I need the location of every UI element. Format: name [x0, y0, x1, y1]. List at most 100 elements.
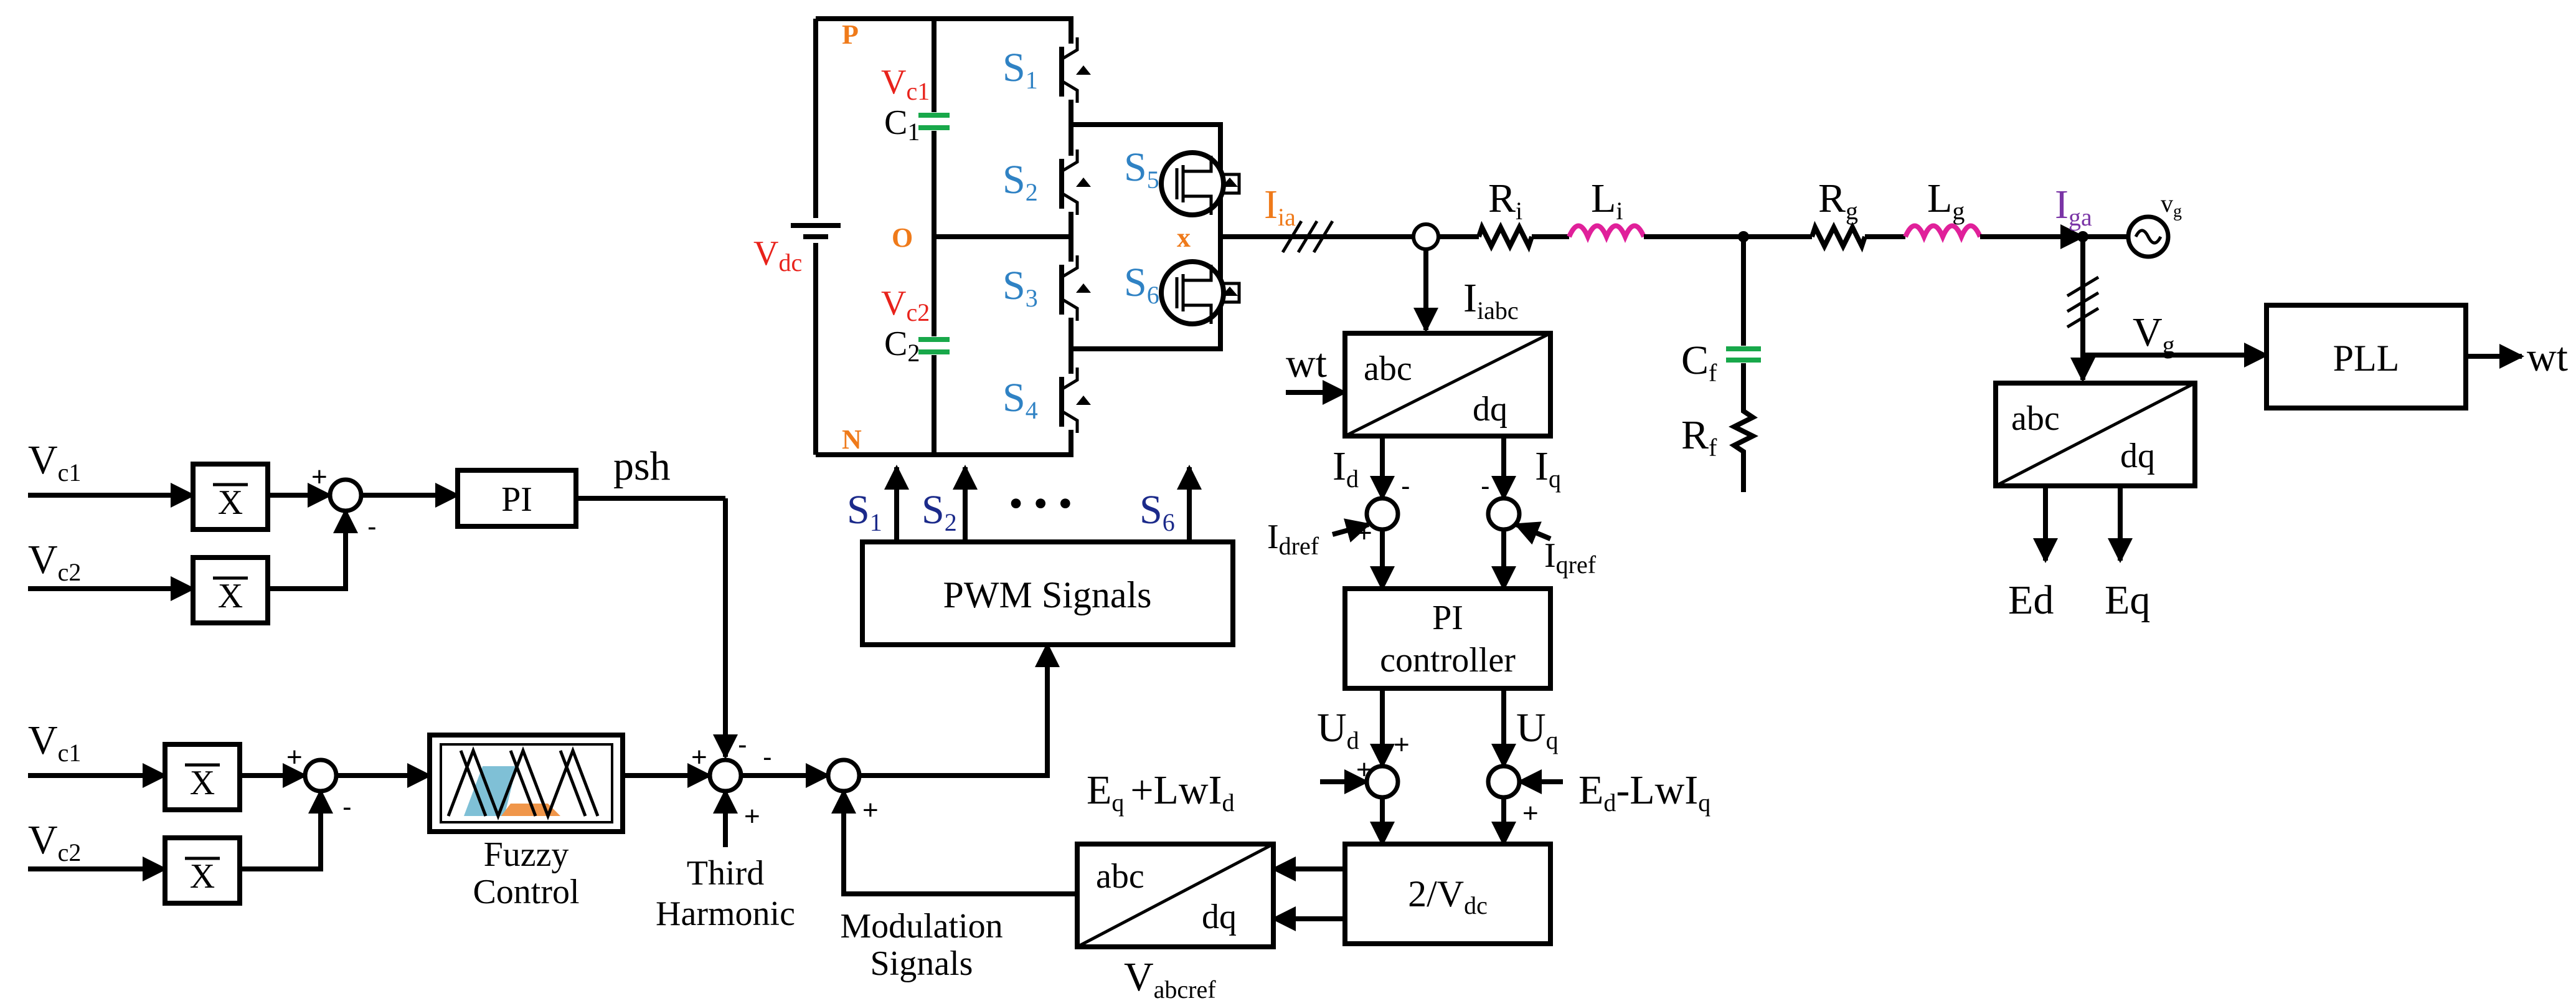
c1-label: C1 — [884, 103, 920, 146]
minus-sign-id: - — [1401, 471, 1410, 501]
vc1-input-label-top: Vc1 — [28, 437, 81, 486]
sum-junction-mod — [826, 757, 862, 794]
vdc-label: Vdc — [753, 234, 802, 277]
pwm-signals-block — [860, 539, 1235, 647]
pll-section: PLL wt abc dq Ed Eq — [1993, 303, 2568, 623]
sum-junction-iq — [1486, 496, 1522, 532]
pwm-s6-label: S6 — [1139, 487, 1175, 536]
pwm-s2-label: S2 — [922, 487, 957, 536]
rf-label: Rf — [1681, 412, 1717, 462]
current-control: abc dq wt Id Iq Idref Iqref - + - + PI c… — [1075, 331, 1710, 1004]
vg-source-label: vg — [2161, 189, 2182, 221]
abc-label-current: abc — [1364, 349, 1412, 388]
ud-label: Ud — [1317, 705, 1359, 754]
voltage-balance-pi: Vc1 Vc2 X X + - PI psh — [28, 437, 738, 759]
vabcref-label: Vabcref — [1124, 954, 1216, 1004]
s2-label: S2 — [1003, 157, 1038, 206]
minus-sign-psh: - — [738, 729, 747, 760]
capacitor-cf — [1726, 346, 1761, 363]
third-harmonic-label-2: Harmonic — [656, 894, 795, 933]
iiabc-label: Iiabc — [1463, 275, 1519, 325]
vg-label: Vg — [2133, 310, 2175, 359]
inductor-lg — [1903, 223, 1983, 244]
avg-label-3: X — [190, 764, 215, 802]
sum-junction-ud — [1364, 764, 1400, 800]
pi-block — [455, 468, 578, 529]
lg-label: Lg — [1927, 176, 1965, 225]
inductor-li — [1567, 223, 1646, 244]
capacitor-c1 — [915, 112, 953, 131]
vdc-gain-label: 2/Vdc — [1408, 873, 1488, 919]
vc2-input-label-bottom: Vc2 — [28, 817, 81, 866]
rg-label: Rg — [1818, 176, 1858, 225]
node-o-label: O — [892, 222, 913, 253]
node-n-label: N — [842, 424, 862, 455]
plus-sign-balance: + — [311, 462, 328, 492]
modulation-label-1: Modulation — [840, 907, 1003, 946]
pi-controller-label-2: controller — [1380, 641, 1516, 680]
avg-label-1: X — [218, 483, 243, 522]
resistor-rg — [1809, 221, 1867, 253]
c2-label: C2 — [884, 325, 920, 367]
node-x-label: x — [1177, 222, 1191, 253]
minus-sign-fuzzy: - — [342, 792, 352, 822]
current-sensor-icon — [1412, 222, 1440, 251]
plus-sign-idref: + — [1356, 518, 1372, 548]
plus-sign-ud: + — [1394, 729, 1410, 760]
idref-label: Idref — [1267, 518, 1319, 560]
psh-label: psh — [613, 444, 671, 489]
minus-sign-out: - — [763, 742, 772, 772]
sum-junction-balance — [328, 477, 364, 513]
capacitor-c2 — [915, 336, 953, 355]
plus-sign-mod: + — [862, 795, 879, 825]
dc-source-battery — [791, 218, 841, 243]
s1-label: S1 — [1003, 45, 1038, 94]
pi-controller-block — [1342, 586, 1553, 691]
switch-s3 — [1059, 255, 1091, 321]
dq-label-mod: dq — [1202, 898, 1237, 936]
switch-s1 — [1059, 37, 1091, 103]
resistor-ri — [1476, 221, 1534, 253]
abc-label-grid: abc — [2011, 399, 2060, 438]
dq-label-grid: dq — [2120, 437, 2155, 475]
pwm-signals-label: PWM Signals — [943, 574, 1151, 615]
avg-label-2: X — [218, 577, 243, 615]
li-label: Li — [1591, 176, 1623, 225]
minus-sign-balance: - — [367, 511, 377, 542]
ac-source-icon — [2126, 214, 2171, 259]
minus-sign-iq: - — [1481, 471, 1490, 501]
pwm-dots: • • • — [1009, 481, 1072, 526]
s3-label: S3 — [1003, 263, 1038, 312]
eq-lw-label: Eq+LwId — [1087, 767, 1235, 817]
vc2-label: Vc2 — [881, 284, 930, 326]
pi-label: PI — [501, 480, 532, 519]
third-harmonic-label-1: Third — [687, 854, 764, 893]
resistor-rf — [1729, 363, 1758, 492]
vc1-label: Vc1 — [881, 63, 930, 105]
modulation-label-2: Signals — [870, 944, 973, 983]
uq-label: Uq — [1516, 705, 1559, 754]
sum-junction-uq — [1486, 764, 1522, 800]
fuzzy-section: Vc1 Vc2 X X + - Fuzzy Control + - + Thir… — [28, 642, 1077, 983]
iia-label: Iia — [1264, 182, 1296, 231]
switch-s4 — [1059, 368, 1091, 433]
pwm-s1-label: S1 — [847, 487, 882, 536]
dq-label-current: dq — [1473, 390, 1507, 429]
plus-sign-iqref: + — [1522, 518, 1539, 548]
mosfet-s6 — [1159, 259, 1241, 326]
wt-input-label: wt — [1286, 341, 1327, 386]
grid-filter: Iia Ri Li Rg Lg Iga vg Cf Rf Iiabc Vg — [1264, 176, 2269, 492]
s4-label: S4 — [1003, 375, 1038, 424]
plus-sign-third: + — [744, 801, 760, 832]
plus-sign-fuzzy: + — [286, 742, 303, 772]
s6-label: S6 — [1124, 260, 1159, 309]
plus-sign-fuzzy-out: + — [691, 742, 707, 772]
iga-label: Iga — [2055, 182, 2092, 231]
cf-label: Cf — [1681, 338, 1717, 387]
pi-controller-label-1: PI — [1432, 599, 1463, 637]
id-label: Id — [1333, 444, 1359, 493]
fuzzy-membership-lines — [446, 746, 600, 821]
eq-output-label: Eq — [2105, 577, 2150, 623]
pwm-section: PWM Signals S1 S2 • • • S6 — [847, 481, 1235, 647]
